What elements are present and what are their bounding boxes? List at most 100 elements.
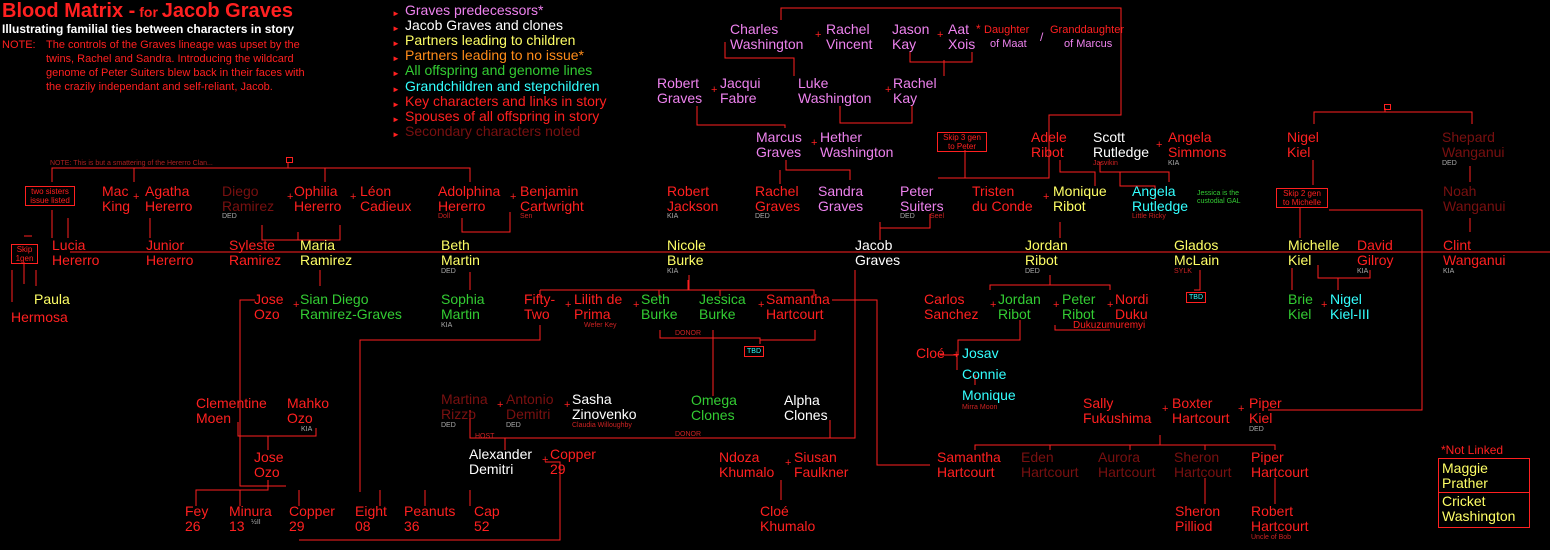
tag-kia: KIA (667, 268, 679, 275)
granddaughter-label-2: of Marcus (1064, 38, 1113, 50)
daughter-label-2: of Maat (990, 38, 1027, 50)
title-for: for (135, 4, 162, 20)
plus-sign: + (287, 191, 294, 203)
daughter-label: Daughter (984, 24, 1030, 36)
plus-sign: + (510, 191, 517, 203)
plus-sign: + (565, 299, 572, 311)
tbd-box: TBD (744, 346, 764, 357)
plus-sign: + (885, 84, 892, 96)
legend-item: Key characters and links in story (405, 92, 607, 109)
legend-item: Partners leading to children (405, 32, 576, 49)
plus-sign: + (350, 191, 357, 203)
minura-superscript: ½II (251, 519, 261, 526)
note-line: The controls of the Graves lineage was u… (46, 39, 300, 51)
tag-kia: KIA (1357, 268, 1369, 275)
plus-sign: + (1162, 403, 1169, 415)
tag-ded: DED (506, 422, 521, 429)
person-hermosa: Hermosa (11, 309, 68, 325)
tag-ded: DED (441, 422, 456, 429)
tag-ded: DED (755, 213, 770, 220)
tag-uncleOfBob: Uncle of Bob (1251, 534, 1292, 541)
tag-ded: DED (900, 213, 915, 220)
tag-ded: DED (441, 268, 456, 275)
tag-kia: KIA (667, 213, 679, 220)
legend-bullet-icon: ► (392, 114, 400, 124)
tag-host: HOST (475, 433, 495, 440)
plus-sign: + (990, 299, 997, 311)
page-title: Blood Matrix - for Jacob Graves (2, 0, 293, 23)
person-josav: Josav (962, 345, 999, 361)
plus-sign: + (293, 299, 300, 311)
tag-weferKey: Wefer Key (584, 322, 617, 329)
tag-doll: Doll (438, 213, 451, 220)
legend-bullet-icon: ► (392, 84, 400, 94)
tag-kia: KIA (441, 322, 453, 329)
person-cloe: Cloé (916, 345, 945, 361)
tag-ded: DED (1025, 268, 1040, 275)
not-linked-star: * (976, 22, 981, 36)
tag-sen: Sen (520, 213, 533, 220)
divider (1438, 492, 1529, 493)
legend-bullet-icon: ► (392, 9, 400, 18)
note-line: genome of Peter Suiters blew back in the… (46, 67, 305, 79)
legend-bullet-icon: ► (392, 39, 400, 49)
slash-separator: / (1040, 30, 1044, 44)
tag-donor: DONOR (675, 431, 702, 438)
person-connie: Connie (962, 366, 1007, 382)
not-linked-box (1438, 458, 1530, 528)
legend-bullet-icon: ► (392, 129, 400, 139)
plus-sign: + (1053, 299, 1060, 311)
tag-ded: DED (222, 213, 237, 220)
legend-item: Grandchildren and stepchildren (405, 77, 600, 94)
title-name: Jacob Graves (161, 0, 293, 22)
